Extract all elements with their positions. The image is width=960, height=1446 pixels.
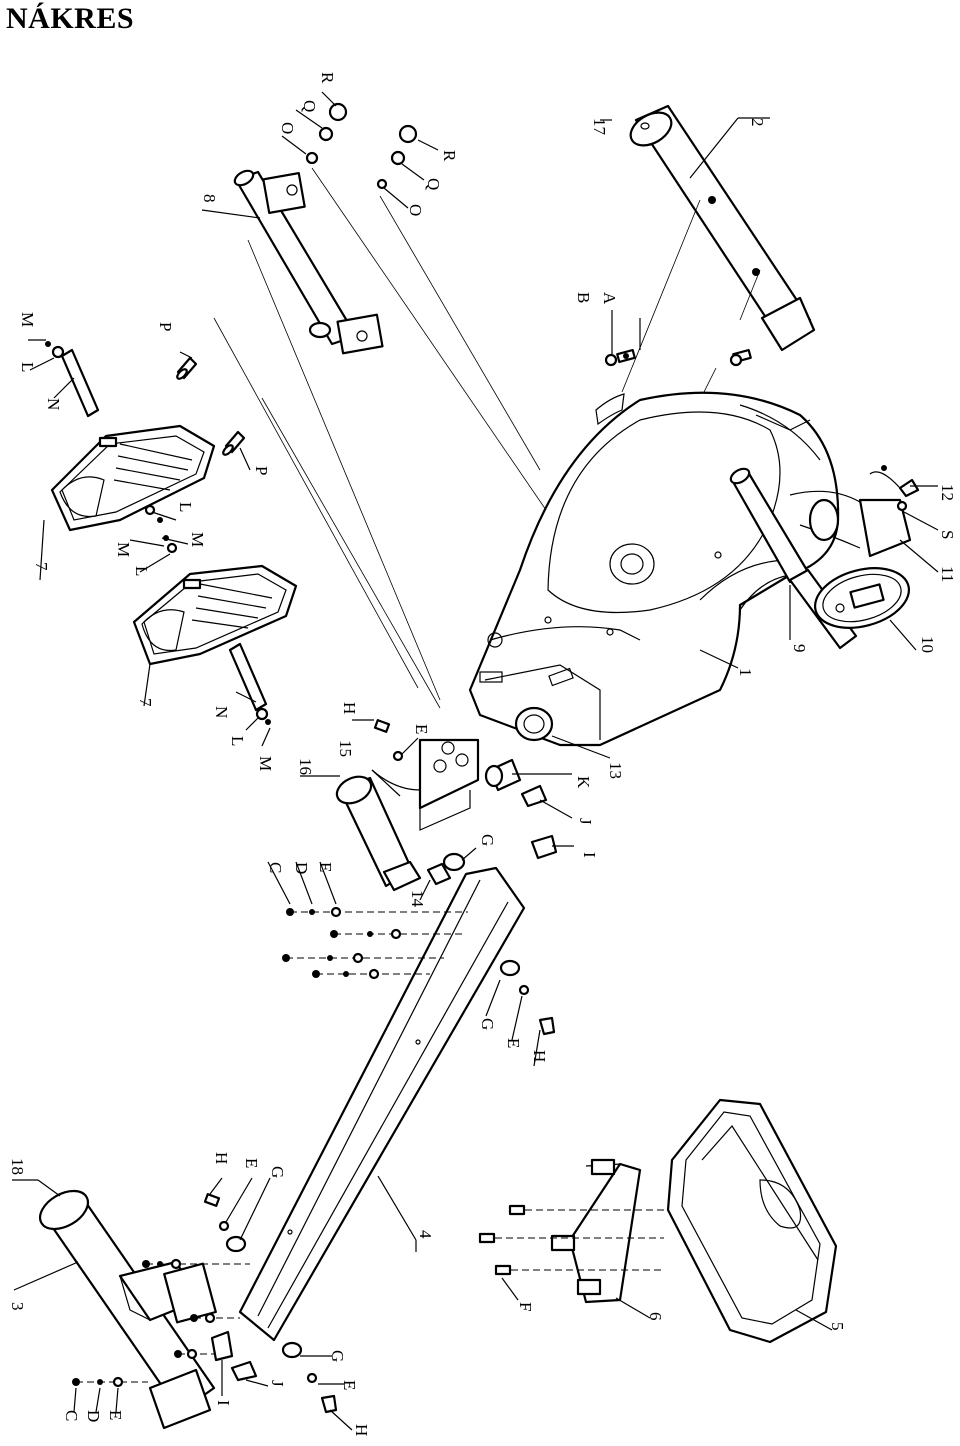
label-13: 13 [606,762,625,779]
label-e-upper: E [316,862,335,872]
part-k [484,758,522,792]
label-14: 14 [408,890,427,908]
label-10: 10 [918,636,937,653]
label-q-top: Q [300,100,319,112]
label-5: 5 [828,1322,847,1331]
nut-stack-top [305,102,348,165]
label-d-upper: D [292,862,311,874]
page-title: NÁKRES [6,2,135,35]
part-i-top [530,834,558,860]
label-l-top: L [18,362,37,372]
rear-stabilizer-part-3 [39,1189,217,1430]
pedal-axle-n-lower [228,642,271,725]
label-m-mid2: M [114,542,133,557]
label-11: 11 [938,566,957,582]
label-m-mid1: M [188,532,207,547]
label-i-lower: I [214,1400,233,1406]
label-2: 2 [748,118,767,127]
label-g-mid: G [478,1018,497,1030]
label-f: F [516,1302,535,1311]
label-b: B [574,292,593,303]
label-e-rear: E [340,1380,359,1390]
label-g-lower: G [268,1166,287,1178]
label-l-mid1: L [176,502,195,512]
label-h-rear: H [352,1424,371,1436]
label-e-15: E [412,724,431,734]
label-m-lower: M [256,756,275,771]
rail-bolts-lower [72,1258,250,1388]
label-17: 17 [590,118,609,136]
label-7-upper: 7 [32,562,51,571]
sensor-part-12 [869,465,920,498]
pedal-axle-n-upper [45,341,100,418]
label-n-top: N [44,398,63,410]
console-part-10 [813,567,911,629]
washer-b [604,353,618,367]
label-6: 6 [646,1312,665,1321]
label-m-top: M [18,312,37,327]
nut-stack-right [376,124,418,190]
seat-bolts-f [478,1204,664,1276]
label-16: 16 [296,758,315,775]
pin-p-lower [222,430,246,456]
part-j-top [520,784,548,808]
label-g-rear: G [328,1350,347,1362]
label-9: 9 [790,644,809,653]
pin-p-upper [176,356,198,380]
label-g-14: G [478,834,497,846]
label-8: 8 [200,194,219,203]
label-j-top: J [576,818,595,825]
label-1: 1 [736,668,755,677]
label-7-lower: 7 [136,698,155,707]
label-h-15: H [340,702,359,714]
rail-bolts-upper [282,906,468,980]
front-stabilizer-part-2 [629,104,816,352]
label-18: 18 [8,1158,27,1175]
label-h-mid: H [530,1050,549,1062]
label-a: A [600,292,619,305]
label-p-mid: P [252,466,271,475]
label-4: 4 [416,1230,435,1239]
bracket-part-11 [789,490,912,558]
label-l-lower: L [228,736,247,746]
seat-part-5 [666,1098,838,1344]
label-i-top: I [580,852,599,858]
label-c-upper: C [266,862,285,873]
label-q-right: Q [424,178,443,190]
label-p-top: P [156,322,175,331]
label-c-lower: C [62,1410,81,1421]
crank-arm-part-8 [233,169,384,355]
label-l-mid2: L [132,566,151,576]
label-3: 3 [8,1302,27,1311]
label-h-lower: H [212,1152,231,1164]
label-n-lower: N [212,706,231,718]
label-d-lower: D [84,1410,103,1422]
label-15: 15 [336,740,355,757]
pedal-lower-part-7 [132,564,298,666]
label-s: S [938,530,957,539]
tension-knob-part-13 [514,706,554,742]
label-12: 12 [938,484,957,501]
bolt-a [616,348,636,364]
bracket-part-16 [335,738,480,892]
label-r-top: R [318,72,337,84]
label-e-mid: E [504,1038,523,1048]
bolt-a-2 [729,348,752,367]
rail-beam-part-4 [238,866,526,1342]
callout-labels: 17 2 A B 12 S 11 10 9 1 13 K J I R Q O R… [8,72,957,1436]
screw-s [896,500,908,512]
label-e-lower2: E [106,1410,125,1420]
label-e-lower: E [242,1158,261,1168]
label-o-right: O [406,204,425,216]
carriage-part-6 [550,1158,642,1304]
label-o-top: O [278,122,297,134]
label-j-lower: J [268,1380,287,1387]
label-r-right: R [440,150,459,162]
label-k: K [574,776,593,789]
pedal-upper-part-7 [50,424,216,532]
